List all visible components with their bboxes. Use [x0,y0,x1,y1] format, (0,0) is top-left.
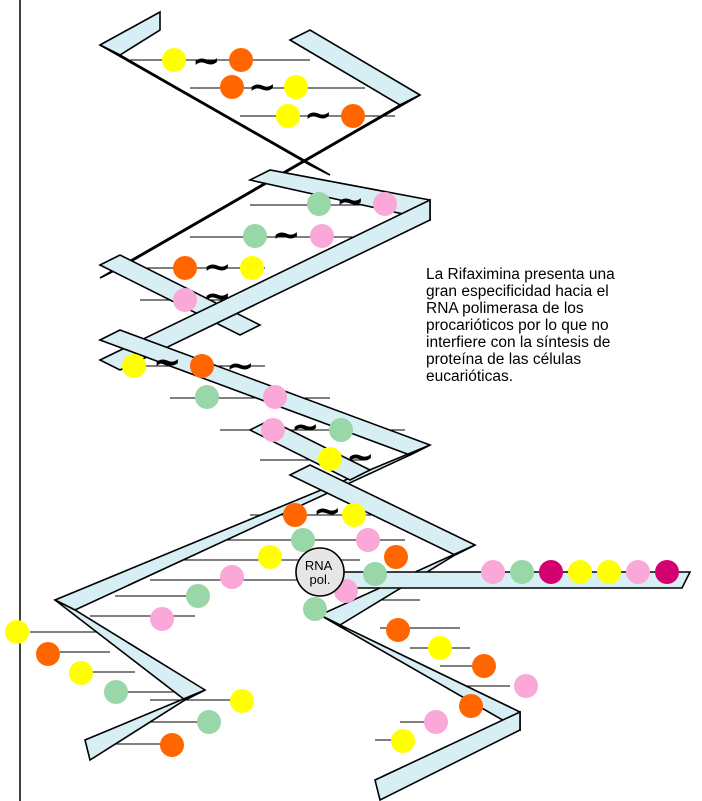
nucleotide-orange [472,654,496,678]
nucleotide-green [186,584,210,608]
helix-segment [99,44,331,176]
nucleotide-yellow [5,620,29,644]
nucleotide-beads [5,48,538,757]
tilde-symbol: ~ [226,346,255,386]
nucleotide-pink [263,385,287,409]
nucleotide-green [197,710,221,734]
nucleotide-yellow [276,104,300,128]
transcript-nucleotide-yellow [597,560,621,584]
rna-polymerase-circle [295,547,345,597]
helix-segment [84,689,206,762]
transcript-nucleotide-green [510,560,534,584]
helix-segment [99,94,421,279]
tilde-symbol: ~ [272,215,301,255]
nucleotide-green [243,224,267,248]
rna-polymerase: RNA pol. [295,547,345,597]
tilde-symbol: ~ [291,407,320,447]
nucleotide-orange [190,354,214,378]
bond-symbols: ~ ~ ~ ~ ~ ~ ~ ~ ~ ~ ~ ~ [153,41,375,531]
nucleotide-green [104,680,128,704]
nucleotide-orange [160,733,184,757]
nucleotide-yellow [240,256,264,280]
nucleotide-orange [384,545,408,569]
nucleotide-yellow [342,503,366,527]
nucleotide-pink [310,224,334,248]
nucleotide-yellow [284,75,308,99]
rifaximina-description: La Rifaximina presenta una gran especifi… [426,266,615,385]
nucleotide-yellow [230,689,254,713]
nucleotide-yellow [258,545,282,569]
tilde-symbol: ~ [304,95,333,135]
nucleotide-pink [220,565,244,589]
tilde-symbol: ~ [346,437,375,477]
nucleotide-pink [173,288,197,312]
tilde-symbol: ~ [192,41,221,81]
nucleotide-pink [373,192,397,216]
helix-segment [374,710,521,801]
nucleotide-yellow [391,729,415,753]
nucleotide-yellow [428,636,452,660]
nucleotide-orange [229,48,253,72]
transcript-nucleotide-yellow [568,560,592,584]
tilde-symbol: ~ [153,342,182,382]
transcript-nucleotide-magenta [539,560,563,584]
nucleotide-orange [459,694,483,718]
nucleotide-green [303,597,327,621]
tilde-symbol: ~ [203,276,232,316]
nucleotide-green [329,418,353,442]
dna-helix [53,10,692,801]
nucleotide-pink [424,710,448,734]
rna-transcript-beads [481,560,679,584]
nucleotide-yellow [318,447,342,471]
nucleotide-orange [341,104,365,128]
nucleotide-orange [386,618,410,642]
nucleotide-green [195,385,219,409]
nucleotide-yellow [162,48,186,72]
nucleotide-green [307,192,331,216]
tilde-symbol: ~ [313,491,342,531]
transcript-nucleotide-magenta [655,560,679,584]
nucleotide-yellow [122,354,146,378]
nucleotide-orange [36,642,60,666]
transcript-nucleotide-pink [481,560,505,584]
helix-segment [98,198,431,371]
nucleotide-green [363,562,387,586]
helix-segment [54,599,207,701]
tilde-symbol: ~ [248,67,277,107]
helix-segment [98,10,161,56]
nucleotide-yellow [69,661,93,685]
helix-segment [288,29,422,106]
nucleotide-orange [283,503,307,527]
nucleotide-pink [261,418,285,442]
nucleotide-pink [514,674,538,698]
tilde-symbol: ~ [336,181,365,221]
nucleotide-pink [150,607,174,631]
nucleotide-pink [356,528,380,552]
nucleotide-orange [173,256,197,280]
rna-polymerase-label: RNA pol. [305,558,335,587]
tilde-symbol: ~ [203,247,232,287]
nucleotide-orange [220,75,244,99]
nucleotide-green [291,528,315,552]
transcript-nucleotide-pink [626,560,650,584]
